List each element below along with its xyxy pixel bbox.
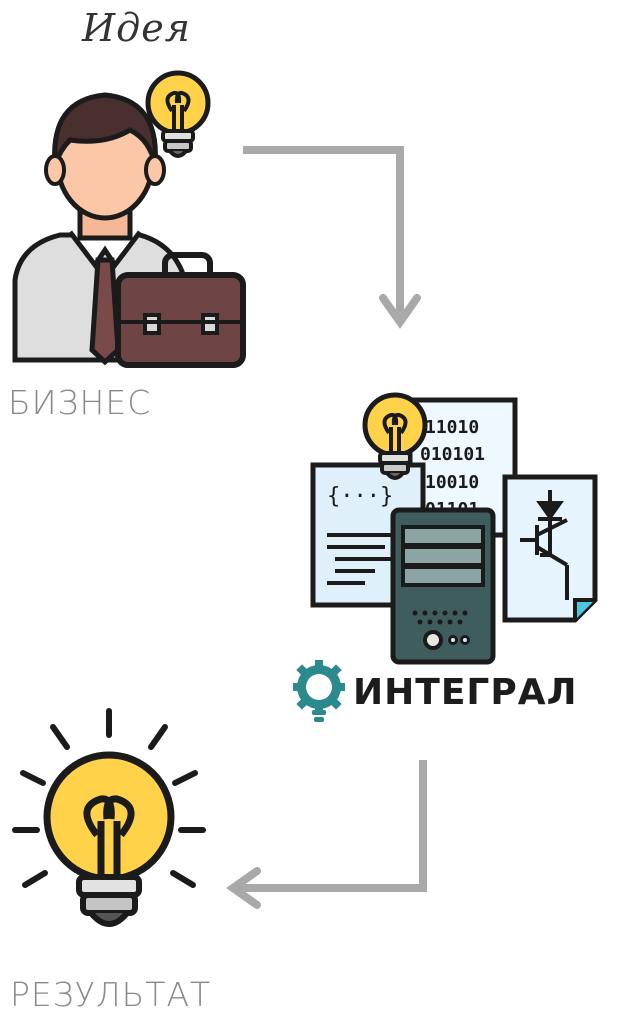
circuit-diagram-icon [502, 474, 598, 623]
arrow-icon [226, 760, 427, 909]
binary-line: 11010 [425, 417, 479, 438]
lightbulb-icon [362, 392, 428, 480]
businessman-illustration [12, 70, 246, 368]
light-rays [12, 708, 206, 888]
businessman-icon [12, 92, 188, 366]
arrow-left-to-result [226, 760, 427, 909]
idea-label: Идея [82, 6, 191, 50]
business-label: БИЗНЕС [8, 383, 152, 422]
code-snippet: {···} [327, 484, 393, 509]
lightbulb-icon [43, 751, 175, 927]
brand-name: ИНТЕГРАЛ [353, 672, 578, 713]
integral-illustration: 11010 010101 10010 01101 {···} [310, 392, 598, 665]
server-icon [390, 507, 496, 665]
result-label: РЕЗУЛЬТАТ [10, 975, 212, 1014]
binary-line: 10010 [425, 472, 479, 493]
lightbulb-icon [145, 70, 211, 158]
arrow-icon [243, 146, 421, 329]
binary-line: 010101 [420, 444, 485, 465]
result-illustration [12, 708, 206, 927]
arrow-down-to-integral [243, 146, 421, 329]
gear-bulb-logo-icon [293, 660, 345, 722]
briefcase-icon [115, 252, 246, 368]
